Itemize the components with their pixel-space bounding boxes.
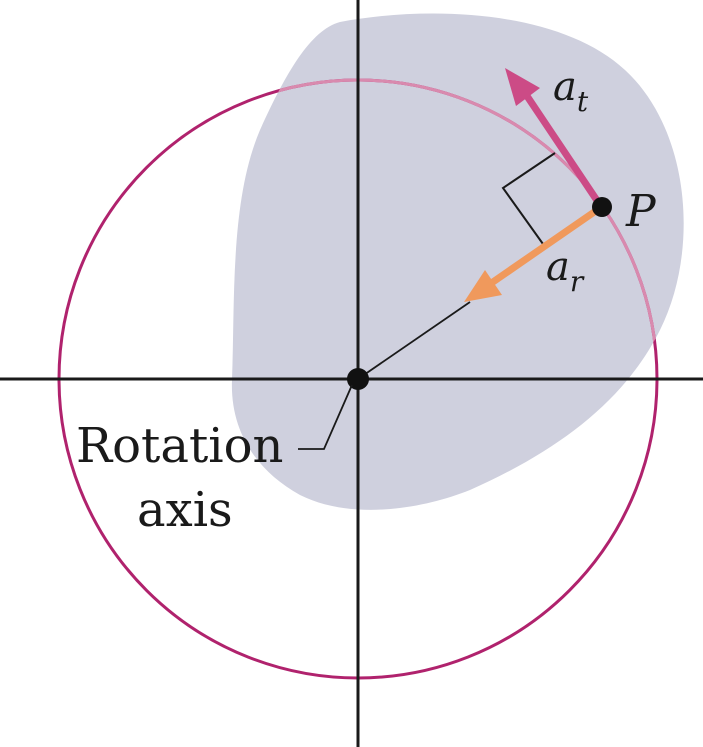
- rotation-axis-label-line2: axis: [137, 482, 233, 538]
- point-p-marker: [592, 197, 612, 217]
- radial-acceleration-label: ar: [546, 244, 585, 298]
- rotation-axis-label-line1: Rotation: [76, 418, 283, 474]
- radial-acceleration-arrow-shaft: [486, 204, 604, 288]
- rigid-body-shape: [231, 13, 684, 510]
- tangential-acceleration-label: at: [553, 64, 589, 118]
- right-angle-marker: [501, 152, 556, 245]
- tangential-acceleration-arrow-shaft: [523, 92, 604, 209]
- radius-line: [357, 301, 471, 380]
- point-p-label: P: [625, 186, 657, 237]
- axis-label-leader: [298, 384, 353, 450]
- rotation-axis-center: [347, 368, 369, 390]
- radial-acceleration-arrow-head: [464, 270, 502, 302]
- tangential-acceleration-arrow-head: [505, 68, 540, 106]
